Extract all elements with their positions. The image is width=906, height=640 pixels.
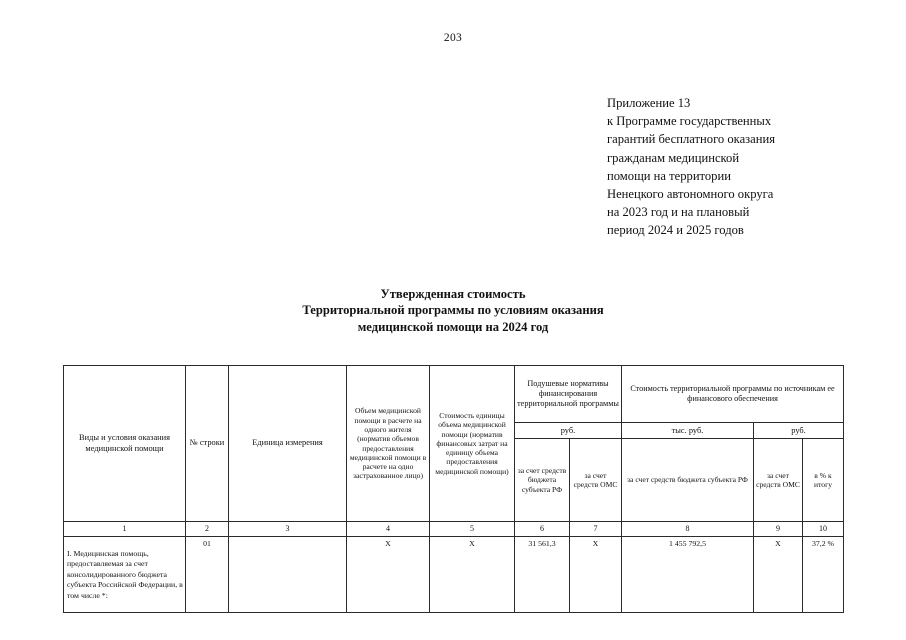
header-group-program-cost-by-source: Стоимость территориальной программы по и… xyxy=(620,365,845,423)
cell-cost-oms: X xyxy=(753,536,803,613)
document-title-line-2: Территориальной программы по условиям ок… xyxy=(302,303,604,318)
appendix-line-1: Приложение 13 xyxy=(607,96,691,110)
appendix-line-7: на 2023 год и на плановый xyxy=(607,205,750,220)
document-title: Утвержденная стоимость Территориальной п… xyxy=(0,286,906,335)
document-title-line-3: медицинской помощи на 2024 год xyxy=(357,319,549,334)
column-number-9: 9 xyxy=(753,521,803,537)
cell-per-capita-oms: X xyxy=(569,536,622,613)
header-unit-rubles-per-capita: руб. xyxy=(514,422,622,439)
cell-row-number: 01 xyxy=(185,536,229,613)
appendix-line-5: помощи на территории xyxy=(607,168,731,183)
cell-volume: X xyxy=(346,536,430,613)
document-title-line-1: Утвержденная стоимость xyxy=(380,287,526,301)
header-cell-volume-of-care: Объем медицинской помощи в расчете на од… xyxy=(346,365,430,522)
appendix-reference-block: Приложение 13 к Программе государственны… xyxy=(607,94,877,240)
cell-per-capita-budget: 31 561,3 xyxy=(514,536,570,613)
header-unit-rubles-cost: руб. xyxy=(752,422,845,439)
cell-percent-total: 37,2 % xyxy=(801,536,845,613)
column-number-5: 5 xyxy=(429,521,515,537)
approved-cost-table: Виды и условия оказания медицинской помо… xyxy=(63,365,845,613)
appendix-line-6: Ненецкого автономного округа xyxy=(607,187,774,202)
appendix-line-4: гражданам медицинской xyxy=(607,150,740,165)
page-number: 203 xyxy=(443,32,463,44)
header-cell-per-capita-budget-source: за счет средств бюджета субъекта РФ xyxy=(514,438,570,522)
table-header-row-units: руб. тыс. руб. руб. xyxy=(64,422,845,439)
table-header-row-main: Виды и условия оказания медицинской помо… xyxy=(63,365,845,522)
column-number-3: 3 xyxy=(228,521,347,537)
cell-cost-budget: 1 455 792,5 xyxy=(621,536,754,613)
appendix-line-3: гарантий бесплатного оказания xyxy=(607,132,776,147)
header-cell-cost-budget-source: за счет средств бюджета субъекта РФ xyxy=(621,438,754,522)
column-number-1: 1 xyxy=(63,521,186,537)
column-number-6: 6 xyxy=(514,521,570,537)
cell-care-type-name: I. Медицинская помощь, предоставляемая з… xyxy=(63,536,186,613)
column-number-4: 4 xyxy=(346,521,430,537)
header-cell-cost-oms-source: за счет средств ОМС xyxy=(753,438,803,522)
appendix-line-2: к Программе государственных xyxy=(607,114,772,129)
cell-unit-of-measure xyxy=(228,536,347,613)
table-row: I. Медицинская помощь, предоставляемая з… xyxy=(63,536,845,613)
column-number-7: 7 xyxy=(569,521,622,537)
column-number-2: 2 xyxy=(185,521,229,537)
cell-unit-cost: X xyxy=(429,536,515,613)
header-cell-row-number: № строки xyxy=(185,365,229,522)
column-number-8: 8 xyxy=(621,521,754,537)
header-cell-unit-cost: Стоимость единицы объема медицинской пом… xyxy=(429,365,515,522)
approved-cost-table-wrapper: Виды и условия оказания медицинской помо… xyxy=(63,365,845,613)
table-column-number-row: 1 2 3 4 5 6 7 8 9 10 xyxy=(63,521,845,537)
header-unit-thousand-rubles: тыс. руб. xyxy=(621,422,754,439)
column-number-10: 10 xyxy=(801,521,845,537)
header-cell-types-of-care: Виды и условия оказания медицинской помо… xyxy=(63,365,186,522)
header-cell-per-capita-oms-source: за счет средств ОМС xyxy=(569,438,622,522)
table-header-row-sources: за счет средств бюджета субъекта РФ за с… xyxy=(64,438,845,522)
header-group-per-capita-norms: Подушевые нормативы финансирования терри… xyxy=(514,365,622,423)
appendix-line-8: период 2024 и 2025 годов xyxy=(607,223,744,238)
header-cell-percent-of-total: в % к итогу xyxy=(801,438,845,522)
header-cell-unit-of-measure: Единица измерения xyxy=(228,365,347,522)
